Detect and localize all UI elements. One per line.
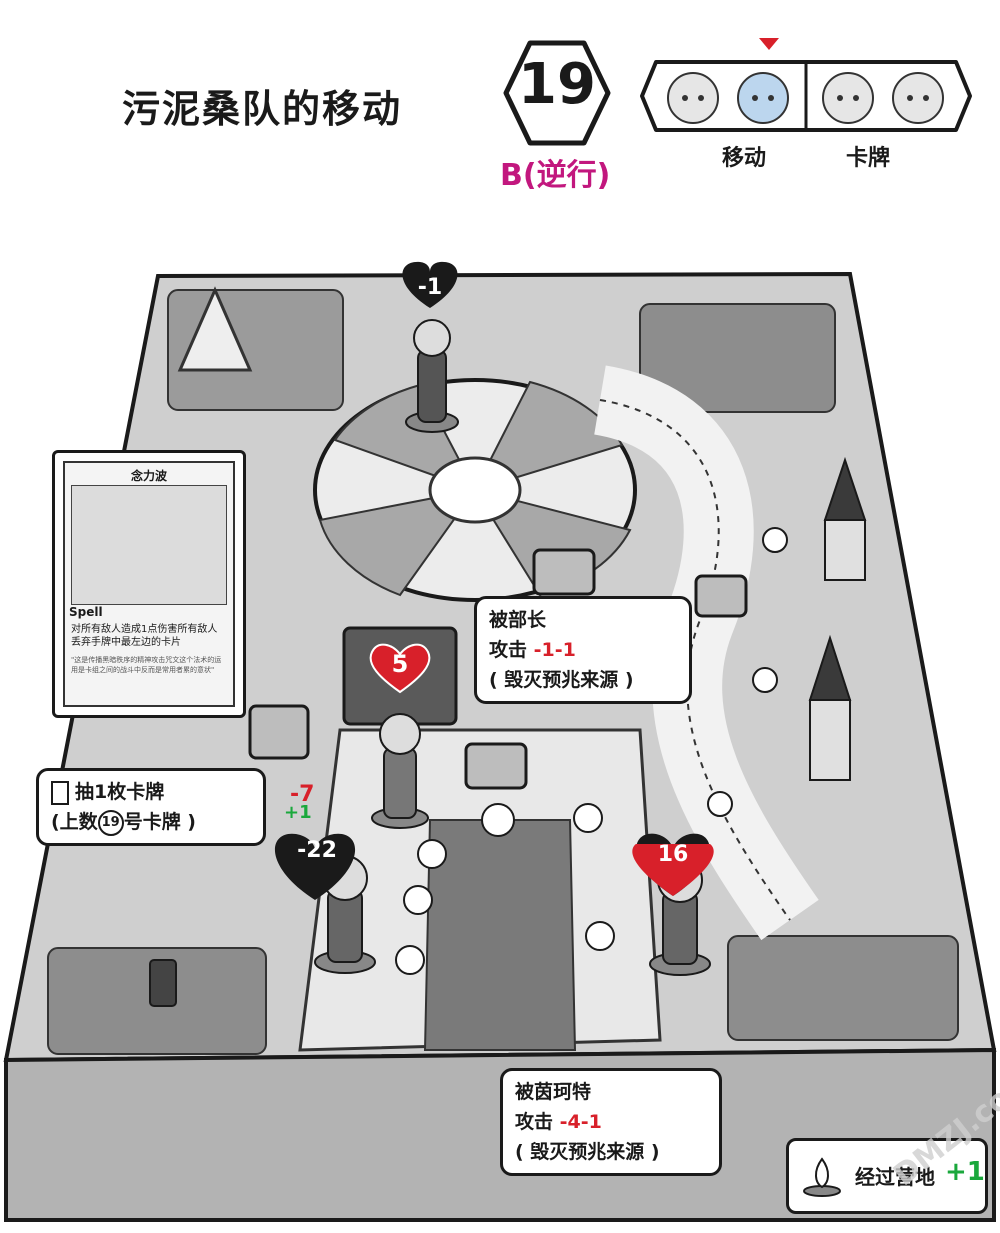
phase-indicator: B(逆行) xyxy=(500,150,610,194)
hp-value-left: -22 xyxy=(297,838,337,863)
hp-delta-green: +1 xyxy=(284,802,312,823)
bubble-attack-by-leader: 被部长 攻击 -1-1 ( 毁灭预兆来源 ) xyxy=(474,596,692,704)
bubble-line: ( 毁灭预兆来源 ) xyxy=(489,669,634,691)
spell-card-text: 对所有敌人造成1点伤害所有敌人丢弃手牌中最左边的卡片 xyxy=(71,624,218,648)
turn-hexagon xyxy=(503,40,611,146)
phase-letter: B xyxy=(500,158,523,193)
order-avatar-2 xyxy=(737,72,789,124)
chest-icon xyxy=(694,574,748,618)
deck-heart-icon xyxy=(369,643,431,694)
bubble-line: ( 毁灭预兆来源 ) xyxy=(515,1141,660,1163)
deck-heart-value: 5 xyxy=(391,650,409,678)
spell-card-art xyxy=(71,485,227,605)
bubble-line: 攻击 -4-1 xyxy=(515,1111,602,1133)
phase-note: (逆行) xyxy=(522,158,611,193)
camp-legend: 经过营地 +1 xyxy=(786,1138,988,1214)
hp-value-top: -1 xyxy=(417,275,443,300)
hp-heart-icon xyxy=(274,833,356,900)
bubble-line: 被部长 xyxy=(489,609,547,631)
campfire-icon xyxy=(803,1157,841,1197)
legend-label: 经过营地 xyxy=(855,1165,935,1189)
order-avatar-4 xyxy=(892,72,944,124)
spell-card: 念力波 Spell 对所有敌人造成1点伤害所有敌人丢弃手牌中最左边的卡片 "这是… xyxy=(52,450,246,718)
chest-icon xyxy=(248,704,310,760)
bubble-line: 抽1枚卡牌 xyxy=(51,777,251,807)
player-piece-top xyxy=(405,319,459,433)
legend-value: +1 xyxy=(945,1157,985,1187)
spell-card-flavor: "这是传播黑暗秩序的精神攻击咒文这个法术的运用是卡组之间的战斗中反而是常用者累的… xyxy=(71,656,222,674)
player-piece-center xyxy=(371,713,429,829)
current-turn-marker-icon xyxy=(759,38,779,50)
bubble-line: 被茵珂特 xyxy=(515,1081,592,1103)
camp-bottom-right xyxy=(727,935,959,1041)
tent-icon xyxy=(177,286,253,372)
turn-order-strip xyxy=(640,60,972,132)
order-avatar-1 xyxy=(667,72,719,124)
lantern-icon xyxy=(149,959,177,1007)
turn-number: 19 xyxy=(518,52,596,117)
order-label-card: 卡牌 xyxy=(846,146,891,171)
spell-card-name: 念力波 xyxy=(130,469,167,483)
bubble-attack-by-inkot: 被茵珂特 攻击 -4-1 ( 毁灭预兆来源 ) xyxy=(500,1068,722,1176)
chest-icon xyxy=(464,742,528,790)
spell-card-type: Spell xyxy=(69,605,103,619)
order-label-move: 移动 xyxy=(722,146,767,171)
order-avatar-3 xyxy=(822,72,874,124)
chest-icon xyxy=(532,548,596,596)
card-icon xyxy=(51,780,69,805)
bubble-line: 攻击 -1-1 xyxy=(489,639,576,661)
hp-heart-icon xyxy=(402,261,458,308)
camp-top-right xyxy=(639,303,836,413)
movement-trail xyxy=(395,527,788,975)
spell-card-frame: 念力波 Spell 对所有敌人造成1点伤害所有敌人丢弃手牌中最左边的卡片 "这是… xyxy=(63,461,235,707)
hp-value-right: 16 xyxy=(657,842,689,867)
hp-delta-red: -7 xyxy=(290,782,315,807)
page-title: 污泥桑队的移动 xyxy=(122,87,403,131)
